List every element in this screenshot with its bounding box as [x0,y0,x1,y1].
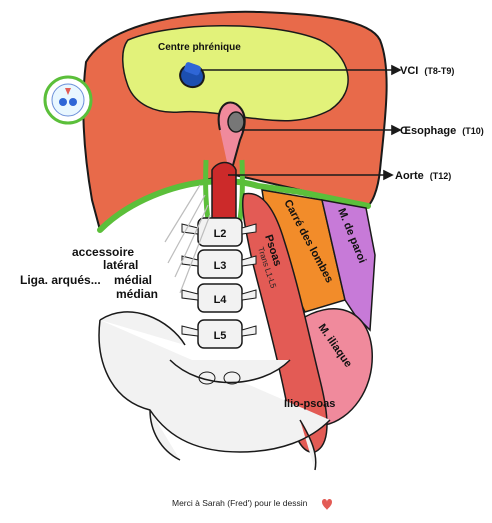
muscle-de-paroi [321,199,376,332]
vertebra-l3: L3 [181,249,257,279]
vertebra-label: L3 [214,260,227,272]
vertebra-l5: L5 [181,319,257,349]
vertebra-l4: L4 [181,283,257,313]
label-oesophage: Œsophage (T10) [400,125,484,137]
logo [43,75,93,125]
pointer-lines [202,64,402,181]
vertebra-label: L5 [214,330,227,342]
vci-opening [179,62,205,89]
label-median: médian [116,287,158,301]
label-medial: médial [114,273,152,287]
crura [203,159,245,221]
label-centre-phrenique: Centre phrénique [158,42,241,53]
label-vci: VCI (T8-T9) [400,65,454,77]
ligament-lines [164,184,211,294]
label-accessoire: accessoire [72,245,134,259]
centre-phrenique [122,25,349,122]
oesophagus-hiatus [217,101,246,177]
pelvis [98,311,331,471]
label-ilio-psoas: Ilio-psoas [284,398,335,410]
label-ligaments-arques: Liga. arqués... [20,273,101,287]
credit-text: Merci à Sarah (Fred') pour le dessin [172,498,308,508]
vertebra-label: L2 [214,228,227,240]
label-lateral: latéral [103,258,138,272]
label-aorte: Aorte (T12) [395,170,451,182]
vertebra-label: L4 [214,294,228,306]
heart-icon [322,499,332,510]
vertebra-l2: L2 [181,217,257,247]
aorta [211,161,237,219]
